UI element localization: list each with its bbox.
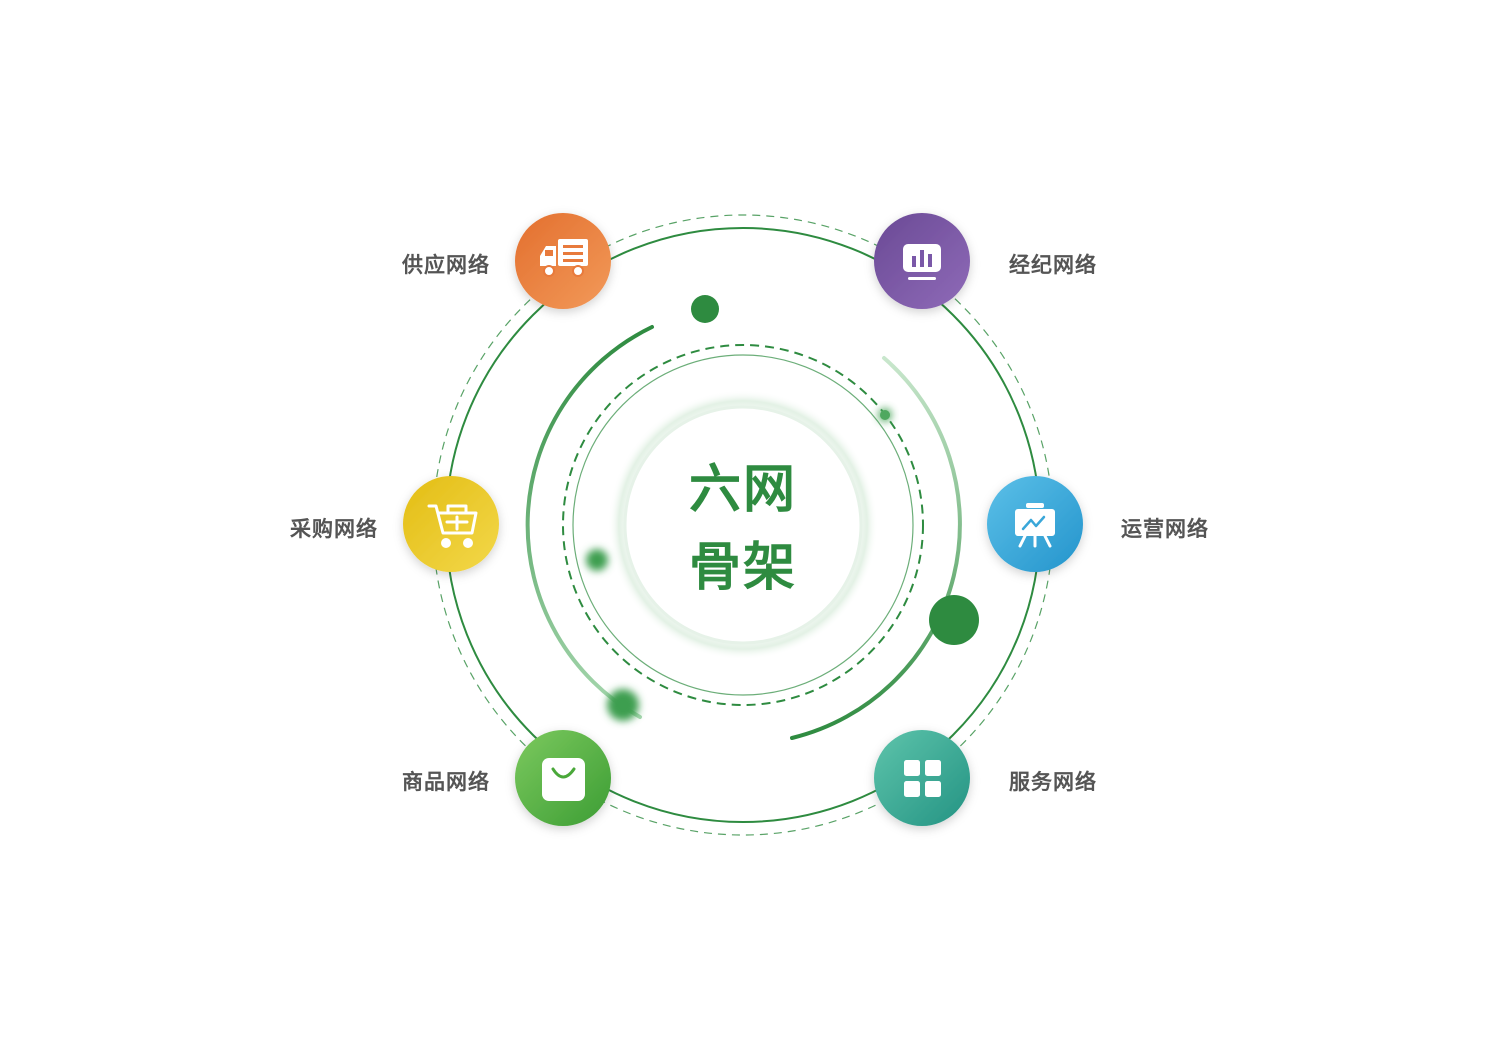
delivery-truck-icon	[540, 239, 588, 277]
node-label-broker: 经纪网络	[1009, 253, 1097, 277]
center-title-line2: 骨架	[688, 537, 797, 598]
center-disk	[623, 405, 863, 645]
grid-apps-icon	[904, 760, 941, 797]
inner-solid-ring	[572, 354, 914, 696]
orbit-dot	[607, 689, 639, 721]
node-procurement[interactable]	[403, 476, 499, 572]
node-label-procurement: 采购网络	[290, 517, 378, 541]
presentation-board-icon	[1015, 503, 1055, 548]
node-broker[interactable]	[874, 213, 970, 309]
node-label-operation: 运营网络	[1121, 517, 1209, 541]
orbit-dot	[691, 295, 719, 323]
shopping-bag-icon	[542, 758, 585, 801]
node-service[interactable]	[874, 730, 970, 826]
center-title-line1: 六网	[688, 459, 797, 520]
orbit-dot	[929, 595, 979, 645]
node-supply[interactable]	[515, 213, 611, 309]
orbit-dot	[586, 549, 608, 571]
node-operation[interactable]	[987, 476, 1083, 572]
node-label-service: 服务网络	[1009, 770, 1097, 794]
node-goods[interactable]	[515, 730, 611, 826]
bar-chart-monitor-icon	[903, 244, 941, 280]
inner-dashed-ring	[562, 344, 924, 706]
orbit-dot	[880, 410, 890, 420]
shopping-cart-icon	[427, 504, 478, 548]
node-label-goods: 商品网络	[402, 770, 490, 794]
left-orbit-arc	[525, 325, 654, 719]
node-label-supply: 供应网络	[402, 253, 490, 277]
right-orbit-arc	[790, 356, 962, 740]
